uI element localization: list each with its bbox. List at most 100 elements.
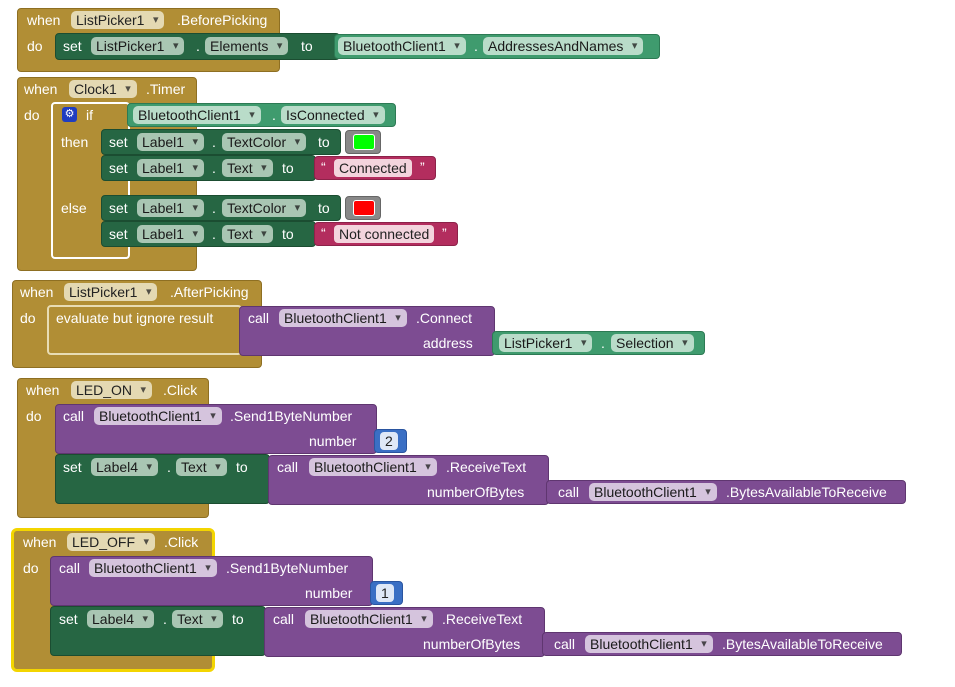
do-keyword: do [23,560,39,576]
call-keyword: call [63,408,85,424]
else-keyword: else [61,200,87,216]
property-dropdown[interactable]: Selection [611,334,694,352]
quote-close: ” [420,159,425,175]
property-dropdown[interactable]: Text [176,458,227,476]
property-dropdown[interactable]: Text [222,159,273,177]
property-dropdown[interactable]: TextColor [222,133,307,151]
color-swatch[interactable] [353,134,375,150]
dot-separator: . [601,335,605,351]
when-keyword: when [20,284,54,300]
set-keyword: set [109,200,128,216]
method-name: .ReceiveText [446,459,527,475]
number-literal[interactable]: 2 [380,432,398,450]
quote-open: “ [321,159,326,175]
method-name: .Send1ByteNumber [230,408,353,424]
dot-separator: . [212,134,216,150]
to-keyword: to [301,38,313,54]
to-keyword: to [282,160,294,176]
component-dropdown[interactable]: BluetoothClient1 [279,309,407,327]
arg-label: address [423,335,473,351]
text-literal[interactable]: Not connected [334,225,435,243]
call-keyword: call [558,484,580,500]
method-name: .BytesAvailableToReceive [722,636,883,652]
event-name: .Click [163,382,198,398]
method-name: .ReceiveText [442,611,523,627]
property-dropdown[interactable]: Text [172,610,223,628]
dot-separator: . [212,200,216,216]
quote-close: ” [442,225,447,241]
do-keyword: do [24,107,40,123]
then-keyword: then [61,134,89,150]
property-dropdown[interactable]: Elements [205,37,289,55]
arg-label: number [309,433,357,449]
component-dropdown[interactable]: BluetoothClient1 [133,106,261,124]
component-dropdown[interactable]: ListPicker1 [64,283,158,301]
component-dropdown[interactable]: Label1 [137,159,205,177]
component-dropdown[interactable]: LED_OFF [67,533,156,551]
set-keyword: set [109,226,128,242]
event-name: .AfterPicking [170,284,249,300]
text-literal[interactable]: Connected [334,159,412,177]
number-literal[interactable]: 1 [376,584,394,602]
dot-separator: . [196,38,200,54]
dot-separator: . [167,459,171,475]
component-dropdown[interactable]: Label1 [137,225,205,243]
component-dropdown[interactable]: Label1 [137,199,205,217]
quote-open: “ [321,225,326,241]
set-keyword: set [63,38,82,54]
component-dropdown[interactable]: ListPicker1 [91,37,185,55]
property-dropdown[interactable]: IsConnected [281,106,385,124]
set-keyword: set [59,611,78,627]
property-dropdown[interactable]: Text [222,225,273,243]
component-dropdown[interactable]: BluetoothClient1 [89,559,217,577]
component-dropdown[interactable]: ListPicker1 [71,11,165,29]
call-keyword: call [554,636,576,652]
do-keyword: do [20,310,36,326]
do-keyword: do [27,38,43,54]
arg-label: numberOfBytes [427,484,525,500]
component-dropdown[interactable]: ListPicker1 [499,334,593,352]
if-keyword: if [86,107,93,123]
arg-label: numberOfBytes [423,636,521,652]
set-keyword: set [109,160,128,176]
evaluate-ignore-block[interactable] [47,305,242,355]
when-keyword: when [23,534,57,550]
component-dropdown[interactable]: BluetoothClient1 [338,37,466,55]
component-dropdown[interactable]: Clock1 [69,80,137,98]
component-dropdown[interactable]: Label4 [87,610,155,628]
method-name: .Send1ByteNumber [226,560,349,576]
set-property-block[interactable] [101,155,316,181]
component-dropdown[interactable]: Label4 [91,458,159,476]
component-dropdown[interactable]: BluetoothClient1 [589,483,717,501]
call-keyword: call [248,310,270,326]
component-dropdown[interactable]: BluetoothClient1 [94,407,222,425]
when-keyword: when [27,12,61,28]
set-property-block[interactable] [50,606,266,656]
dot-separator: . [212,160,216,176]
dot-separator: . [474,38,478,54]
when-keyword: when [24,81,58,97]
to-keyword: to [236,459,248,475]
when-keyword: when [26,382,60,398]
component-dropdown[interactable]: BluetoothClient1 [585,635,713,653]
to-keyword: to [232,611,244,627]
to-keyword: to [282,226,294,242]
dot-separator: . [272,107,276,123]
method-name: .Connect [416,310,473,326]
evaluate-keyword: evaluate but ignore result [56,310,214,326]
dot-separator: . [212,226,216,242]
property-dropdown[interactable]: TextColor [222,199,307,217]
component-dropdown[interactable]: BluetoothClient1 [309,458,437,476]
to-keyword: to [318,200,330,216]
property-dropdown[interactable]: AddressesAndNames [483,37,644,55]
call-keyword: call [277,459,299,475]
component-dropdown[interactable]: LED_ON [71,381,153,399]
set-keyword: set [109,134,128,150]
do-keyword: do [26,408,42,424]
color-swatch[interactable] [353,200,375,216]
component-dropdown[interactable]: Label1 [137,133,205,151]
component-dropdown[interactable]: BluetoothClient1 [305,610,433,628]
mutator-gear-icon[interactable]: ⚙ [62,107,77,122]
call-keyword: call [273,611,295,627]
method-name: .BytesAvailableToReceive [726,484,887,500]
